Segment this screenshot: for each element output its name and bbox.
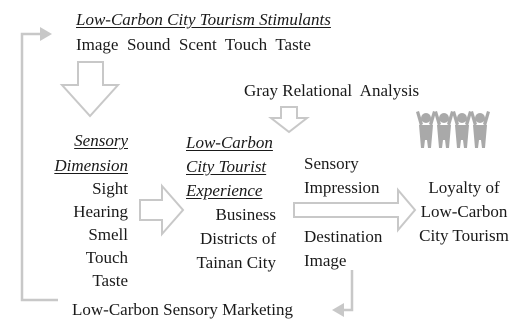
loyalty-line-3: City Tourism	[419, 226, 509, 245]
right-arrow-dimension-to-experience	[139, 183, 185, 237]
destination-image-line-2: Image	[304, 251, 347, 270]
loyalty-line-1: Loyalty of	[428, 178, 500, 197]
right-arrow-to-loyalty	[293, 187, 417, 233]
experience-title-1: Low-Carbon	[186, 133, 273, 152]
down-arrow-small	[268, 106, 310, 134]
sensory-item-touch: Touch	[85, 248, 128, 267]
destination-image-line-1: Destination	[304, 227, 383, 246]
low-carbon-sensory-marketing-label: Low-Carbon Sensory Marketing	[72, 300, 293, 319]
stimulants-title: Low-Carbon City Tourism Stimulants	[76, 10, 331, 29]
loyalty-line-2: Low-Carbon	[420, 202, 508, 221]
marketing-feed-line	[342, 270, 354, 312]
sensory-item-taste: Taste	[92, 271, 128, 290]
experience-line-districts: Districts of	[199, 229, 276, 248]
gray-relational-analysis-label: Gray Relational Analysis	[244, 81, 420, 100]
sensory-impression-line-1: Sensory	[304, 154, 359, 173]
experience-line-business: Business	[215, 205, 276, 224]
feedback-loop-arrowhead	[40, 27, 52, 41]
sensory-item-sight: Sight	[92, 179, 128, 198]
experience-line-tainan: Tainan City	[196, 253, 276, 272]
down-arrow-large	[59, 61, 121, 118]
experience-title-3: Experience	[186, 181, 263, 200]
marketing-feed-arrowhead	[332, 303, 344, 317]
people-icon	[416, 111, 490, 148]
sensory-item-hearing: Hearing	[73, 202, 128, 221]
sensory-item-smell: Smell	[88, 225, 128, 244]
feedback-loop-line	[20, 32, 58, 302]
sensory-impression-line-2: Impression	[304, 178, 380, 197]
sensory-dimension-title-1: Sensory	[74, 131, 128, 150]
stimulants-items: Image Sound Scent Touch Taste	[76, 35, 311, 54]
experience-title-2: City Tourist	[186, 157, 267, 176]
sensory-dimension-title-2: Dimension	[54, 156, 128, 175]
